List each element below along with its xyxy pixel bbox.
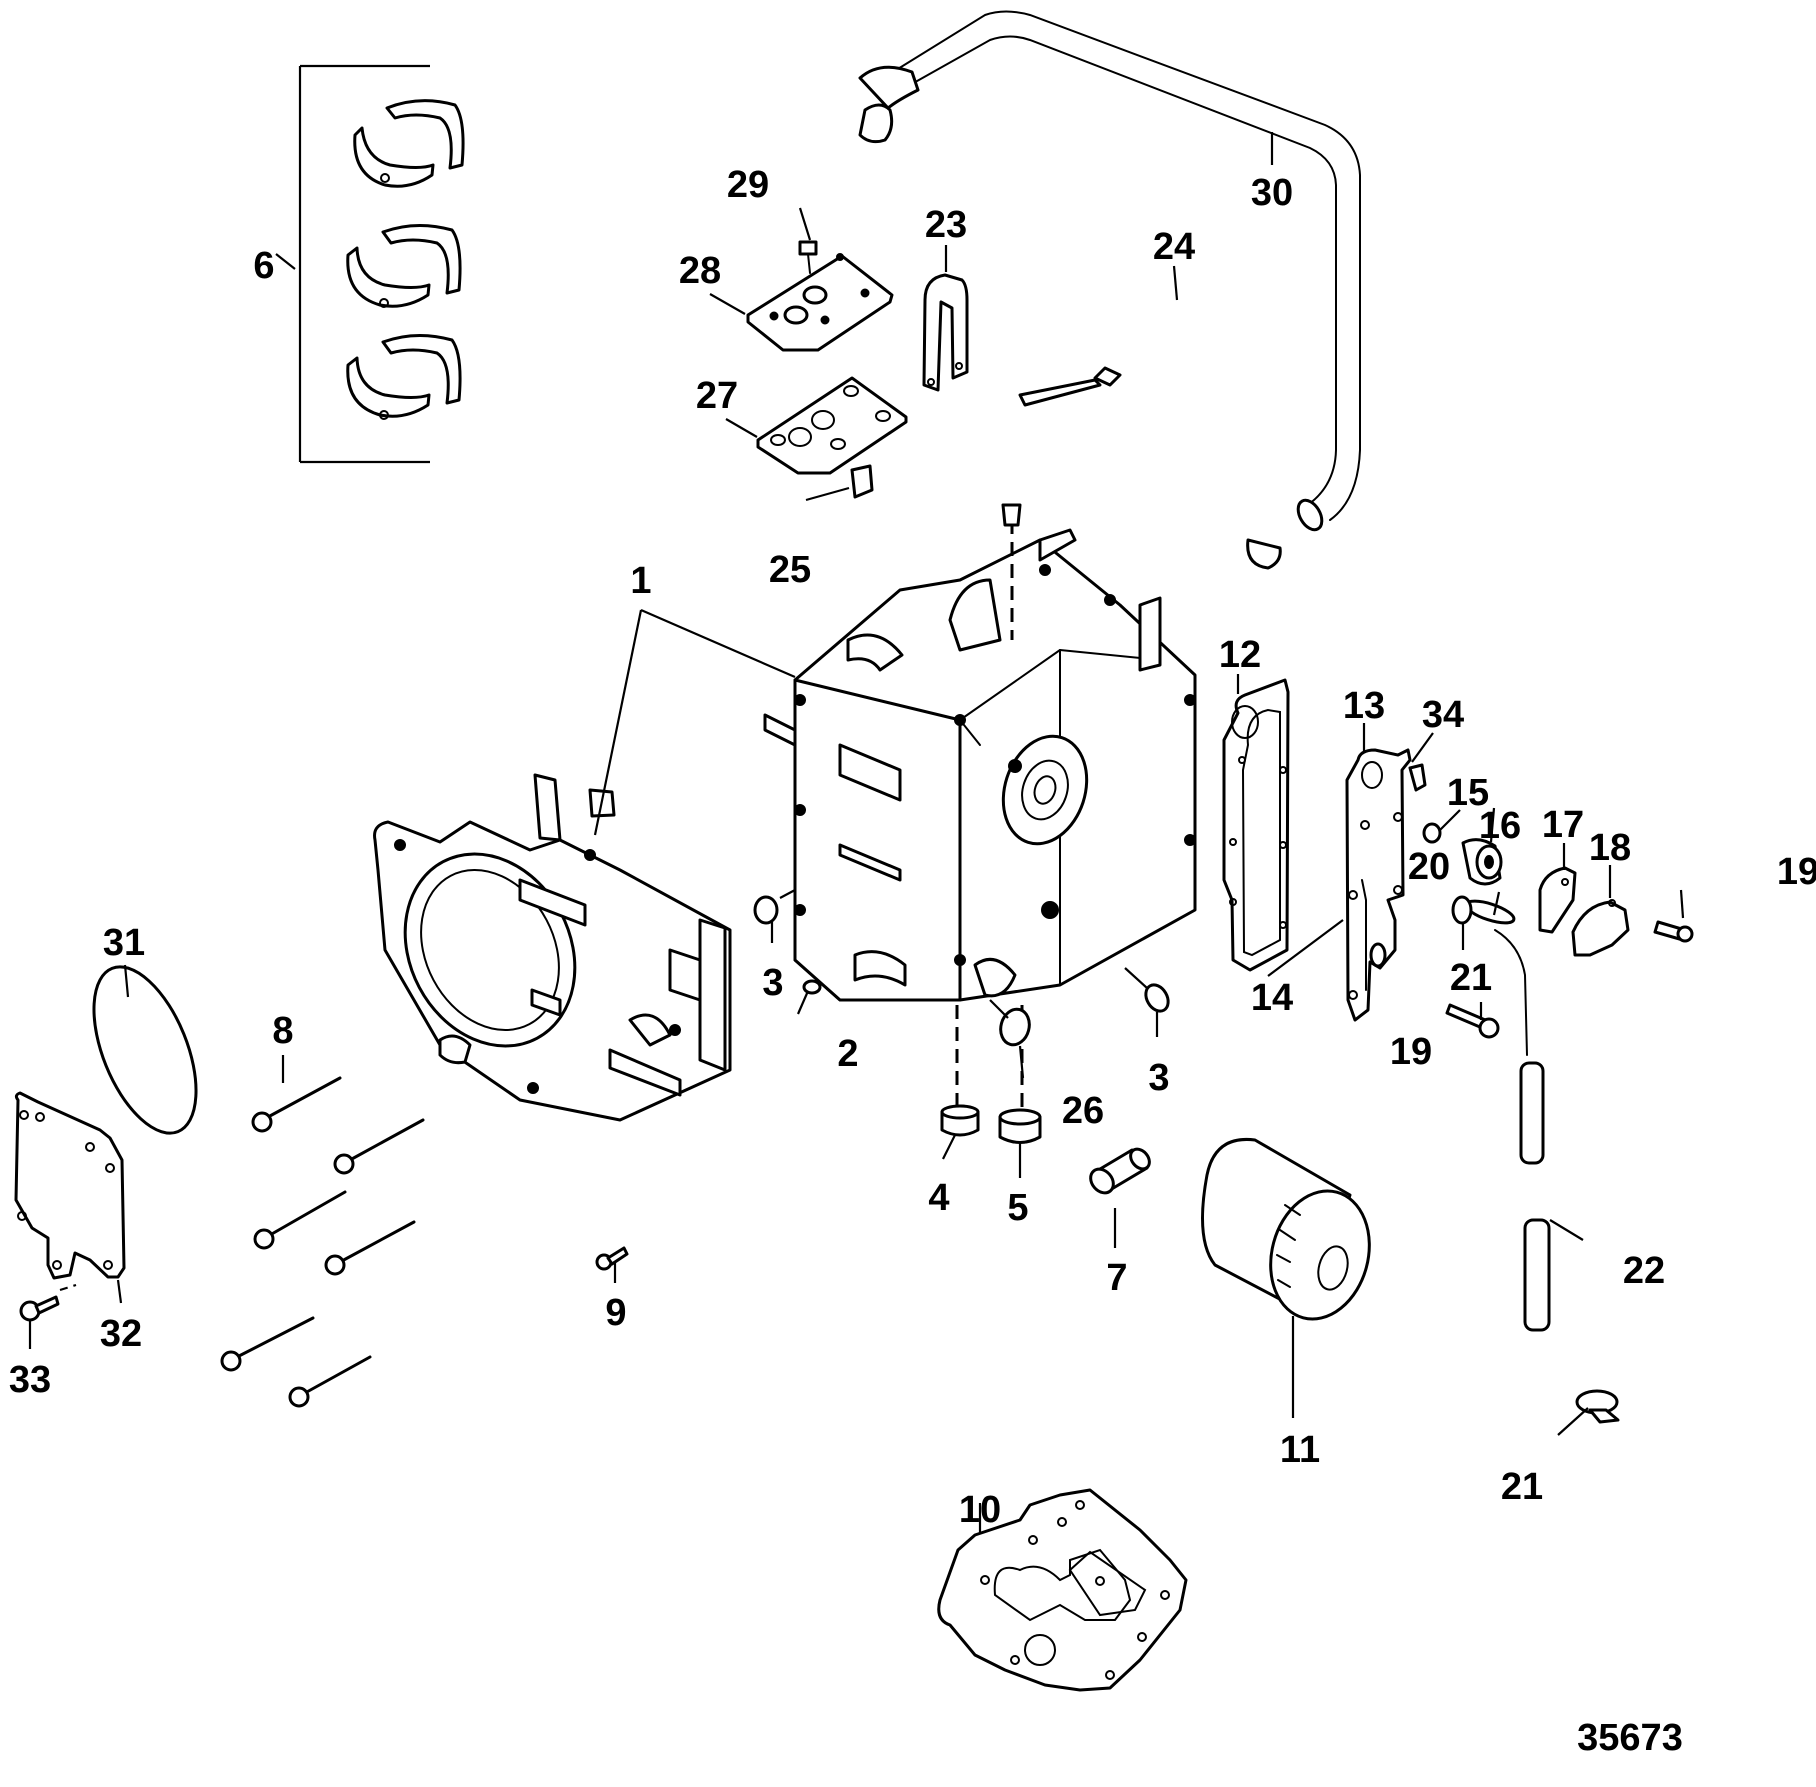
bolt-2 — [333, 1118, 425, 1175]
cover-screw — [1267, 919, 1344, 977]
screw-lower — [1445, 1002, 1500, 1039]
crankcase-bolts — [220, 1055, 425, 1408]
callout-18[interactable]: 18 — [1589, 827, 1631, 869]
callout-14[interactable]: 14 — [1251, 977, 1293, 1019]
cap-small — [805, 464, 874, 502]
hose — [1494, 929, 1584, 1332]
crankcase — [373, 773, 732, 1122]
plug-left — [753, 889, 796, 943]
thermostat — [1461, 807, 1503, 886]
callout-8[interactable]: 8 — [272, 1010, 293, 1052]
bolt-4 — [324, 1220, 416, 1276]
callout-15[interactable]: 15 — [1447, 772, 1489, 814]
callout-6[interactable]: 6 — [253, 245, 274, 287]
callout-32[interactable]: 32 — [100, 1313, 142, 1355]
callout-29[interactable]: 29 — [727, 164, 769, 206]
plug-right — [1124, 967, 1170, 1037]
callout-25[interactable]: 25 — [769, 549, 811, 591]
callout-1[interactable]: 1 — [630, 560, 651, 602]
callout-1-leaders — [593, 608, 796, 836]
callout-19-right[interactable]: 19 — [1777, 851, 1816, 893]
cover-gasket — [1222, 674, 1290, 972]
callout-2[interactable]: 2 — [837, 1033, 858, 1075]
callout-33[interactable]: 33 — [9, 1359, 51, 1401]
bracket — [922, 245, 969, 392]
callout-16[interactable]: 16 — [1479, 805, 1521, 847]
clip — [1408, 732, 1434, 792]
exhaust-cover-plate — [1345, 723, 1412, 1022]
main-bearing-set — [275, 64, 465, 464]
callout-7[interactable]: 7 — [1106, 1257, 1127, 1299]
callout-31[interactable]: 31 — [103, 922, 145, 964]
callout-4[interactable]: 4 — [928, 1177, 949, 1219]
callout-9[interactable]: 9 — [605, 1292, 626, 1334]
callout-labels: 1 2 3 3 4 5 6 7 8 9 10 11 12 13 14 15 16… — [9, 164, 1816, 1759]
bracket-bolt — [1018, 265, 1179, 407]
callout-21-upper[interactable]: 21 — [1450, 957, 1492, 999]
base-gasket — [937, 1488, 1188, 1692]
small-plug — [1422, 809, 1461, 844]
bolt-3 — [253, 1190, 347, 1250]
callout-30[interactable]: 30 — [1251, 172, 1293, 214]
plate-screw — [798, 207, 818, 274]
callout-26[interactable]: 26 — [1062, 1090, 1104, 1132]
small-screw — [595, 1246, 629, 1283]
callout-23[interactable]: 23 — [925, 204, 967, 246]
callout-21-lower[interactable]: 21 — [1501, 1466, 1543, 1508]
cover-plate — [709, 253, 894, 352]
callout-28[interactable]: 28 — [679, 250, 721, 292]
oil-filter — [1201, 1137, 1371, 1418]
hose-clamp-lower — [1557, 1389, 1620, 1436]
thermostat-gasket — [1538, 843, 1577, 934]
callout-22[interactable]: 22 — [1623, 1250, 1665, 1292]
callout-5[interactable]: 5 — [1007, 1187, 1028, 1229]
bolt-1 — [251, 1076, 342, 1133]
fitting-sleeve — [1089, 1147, 1151, 1248]
callout-24[interactable]: 24 — [1153, 226, 1195, 268]
callout-3-right[interactable]: 3 — [1148, 1057, 1169, 1099]
callout-19-lower[interactable]: 19 — [1390, 1031, 1432, 1073]
callout-10[interactable]: 10 — [959, 1489, 1001, 1531]
callout-34[interactable]: 34 — [1422, 694, 1464, 736]
bearing-shell-2 — [346, 223, 462, 308]
hose-clamp-upper — [1451, 895, 1473, 950]
callout-13[interactable]: 13 — [1343, 685, 1385, 727]
callout-12[interactable]: 12 — [1219, 634, 1261, 676]
callout-3-left[interactable]: 3 — [762, 962, 783, 1004]
bearing-shell-1 — [353, 99, 465, 188]
breather-hose — [858, 10, 1361, 570]
bearing-shell-3 — [346, 333, 462, 420]
end-plate — [14, 1091, 126, 1304]
dowel-pin — [796, 979, 822, 1015]
cap-4 — [940, 1005, 980, 1160]
callout-17[interactable]: 17 — [1542, 804, 1584, 846]
callout-27[interactable]: 27 — [696, 375, 738, 417]
cylinder-block — [763, 503, 1197, 1002]
screw-right — [1653, 889, 1694, 943]
o-ring-large — [92, 964, 198, 1135]
figure-number: 35673 — [1577, 1717, 1683, 1759]
end-plate-screw — [19, 1283, 77, 1349]
bolt-6 — [288, 1355, 372, 1408]
plate-gasket — [725, 376, 908, 475]
callout-20[interactable]: 20 — [1408, 846, 1450, 888]
callout-11[interactable]: 11 — [1280, 1429, 1320, 1471]
o-ring-small — [989, 999, 1031, 1079]
thermostat-cover — [1571, 865, 1630, 957]
bolt-5 — [220, 1316, 315, 1372]
